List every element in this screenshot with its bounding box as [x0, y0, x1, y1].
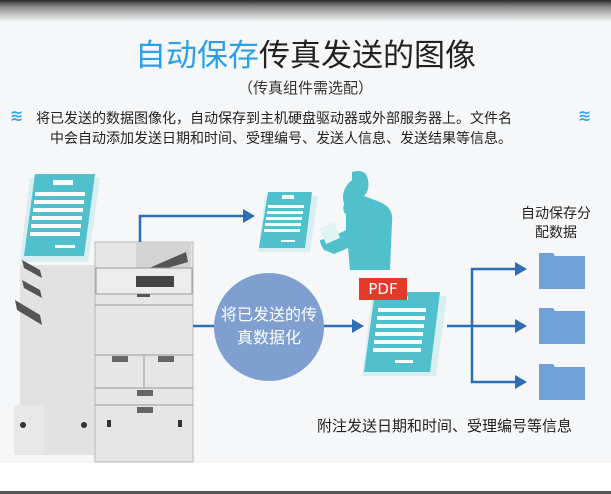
bottom-strip: [0, 463, 611, 494]
title-rest: 传真发送的图像: [259, 38, 476, 74]
folder-icon: [539, 253, 585, 289]
pdf-badge: PDF: [359, 278, 407, 300]
note-text: 附注发送日期和时间、受理编号等信息: [317, 417, 573, 435]
top-shadow: [0, 0, 611, 22]
received-fax-document-icon: [258, 192, 318, 252]
circle-label: 将已发送的传真数据化: [220, 305, 317, 347]
wave-icon: ≋: [578, 106, 592, 125]
wave-icon: ≋: [10, 106, 24, 125]
arrow-heads: [243, 209, 527, 389]
subtitle: （传真组件需选配）: [237, 79, 373, 97]
save-label: 自动保存分配数据: [521, 206, 591, 241]
title-highlight: 自动保存: [135, 38, 259, 74]
description-line: 将已发送的数据图像化，自动保存到主机硬盘驱动器或外部服务器上。文件名: [36, 111, 512, 127]
folder-icon: [539, 308, 585, 344]
digitize-circle: [214, 273, 324, 381]
pdf-document-icon: [362, 292, 447, 376]
page-title: 自动保存传真发送的图像: [0, 30, 611, 75]
description-line: 中会自动添加发送日期和时间、受理编号、发送人信息、发送结果等信息。: [50, 131, 512, 147]
folder-icon: [539, 364, 585, 400]
fax-document-icon: [20, 174, 100, 262]
person-icon: [320, 171, 393, 270]
copier-machine: [14, 241, 194, 463]
folder-icons: [539, 253, 585, 400]
